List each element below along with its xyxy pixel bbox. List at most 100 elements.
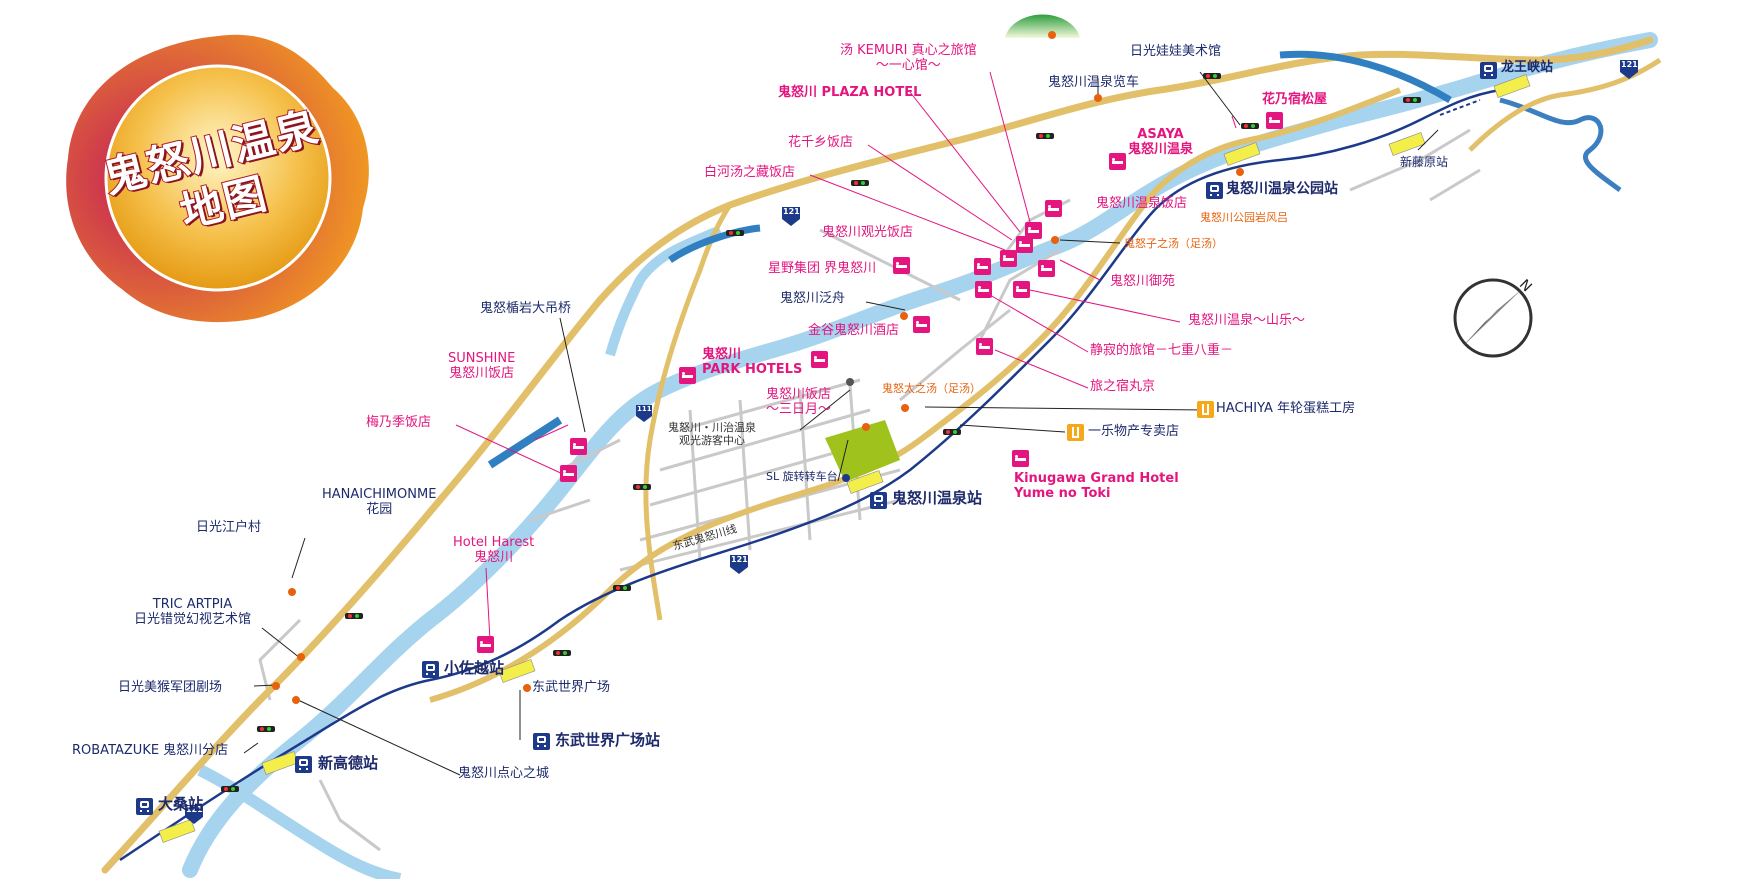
train-station-icon[interactable]: [136, 798, 153, 815]
secondary-road-west: [643, 203, 733, 621]
label-poi-ichiraku[interactable]: 一乐物产专卖店: [1088, 424, 1180, 439]
label-poi-onita-yu[interactable]: 鬼怒太之汤（足汤）: [882, 382, 981, 395]
route-shield-label: 121: [731, 555, 748, 564]
label-poi-okashi-castle[interactable]: 鬼怒川点心之城: [458, 766, 550, 781]
label-station-shin-takatoku[interactable]: 新高德站: [318, 754, 379, 772]
label-poi-hanaichimonme-line2: 花园: [366, 501, 393, 517]
label-poi-edomura[interactable]: 日光江户村: [196, 520, 262, 535]
label-hotel-yumenotoki-line1: Kinugawa Grand Hotel: [1014, 471, 1179, 486]
label-hotel-hanasengo[interactable]: 花千乡饭店: [788, 135, 854, 150]
label-poi-visitor-center-line1: 鬼怒川・川治温泉: [668, 421, 756, 434]
hotel-icon[interactable]: [1000, 250, 1017, 267]
label-hotel-sunshine[interactable]: SUNSHINE 鬼怒川饭店: [448, 351, 515, 382]
train-station-icon[interactable]: [533, 733, 550, 750]
label-hotel-plaza[interactable]: 鬼怒川 PLAZA HOTEL: [778, 85, 922, 100]
label-poi-oniko-yu[interactable]: 鬼怒子之汤（足汤）: [1124, 237, 1223, 250]
hotel-icon[interactable]: [976, 338, 993, 355]
title-badge-shape: [66, 34, 369, 323]
train-station-icon[interactable]: [295, 756, 312, 773]
hotel-icon[interactable]: [811, 351, 828, 368]
label-hotel-shirakawa[interactable]: 白河汤之藏饭店: [704, 165, 796, 180]
train-station-icon[interactable]: [870, 492, 887, 509]
label-station-shin-fujiwara[interactable]: 新藤原站: [1400, 155, 1449, 169]
hotel-icon[interactable]: [975, 281, 992, 298]
label-hotel-kemuri[interactable]: 汤 KEMURI 真心之旅馆 ～一心馆～: [840, 43, 977, 74]
label-poi-visitor-center-line2: 观光游客中心: [679, 433, 745, 447]
hotel-icon[interactable]: [1025, 222, 1042, 239]
compass: [1453, 278, 1533, 358]
label-poi-sl-turntable[interactable]: SL 旋转转车台: [766, 470, 838, 483]
hotel-icon[interactable]: [1013, 281, 1030, 298]
hotel-icon[interactable]: [560, 465, 577, 482]
label-poi-park-bath[interactable]: 鬼怒川公园岩风吕: [1200, 211, 1288, 224]
leader-lines: [243, 71, 1439, 776]
shop-icon[interactable]: [1197, 401, 1214, 418]
label-poi-monkey[interactable]: 日光美猴军团剧场: [118, 680, 223, 695]
hotel-icon[interactable]: [974, 258, 991, 275]
label-hotel-kankou[interactable]: 鬼怒川观光饭店: [822, 225, 914, 240]
label-hotel-gyoen[interactable]: 鬼怒川御苑: [1110, 274, 1176, 289]
route-shield-label: 121: [783, 207, 800, 216]
label-poi-tobu-world-square[interactable]: 东武世界广场: [532, 680, 611, 695]
label-poi-hachiya[interactable]: HACHIYA 年轮蛋糕工房: [1216, 401, 1356, 416]
tobu-kinugawa-line: [119, 88, 1501, 862]
hotel-icon[interactable]: [1038, 260, 1055, 277]
label-poi-doll-museum[interactable]: 日光娃娃美术馆: [1130, 44, 1222, 59]
shop-icon[interactable]: [1067, 424, 1084, 441]
label-hotel-sunshine-line2: 鬼怒川饭店: [449, 365, 515, 381]
label-hotel-sanraku[interactable]: 鬼怒川温泉～山乐～: [1188, 313, 1306, 328]
label-poi-hanaichimonme[interactable]: HANAICHIMONME 花园: [322, 487, 436, 518]
route-shield-label: 111: [637, 405, 652, 413]
label-poi-visitor-center[interactable]: 鬼怒川・川治温泉 观光游客中心: [668, 421, 756, 447]
label-hotel-kinugawa-onsen[interactable]: 鬼怒川温泉饭店: [1096, 196, 1188, 211]
label-station-tobu-world-square[interactable]: 东武世界广场站: [555, 731, 661, 749]
label-poi-rafting[interactable]: 鬼怒川泛舟: [780, 291, 846, 306]
label-station-kinugawa-koen[interactable]: 鬼怒川温泉公园站: [1226, 181, 1338, 197]
river-upstream-blue: [1499, 97, 1622, 193]
label-hotel-yumenotoki[interactable]: Kinugawa Grand Hotel Yume no Toki: [1014, 471, 1179, 502]
label-hotel-mikazuki[interactable]: 鬼怒川饭店 ～三日月～: [766, 387, 832, 418]
train-station-icon[interactable]: [422, 661, 439, 678]
hotel-icon[interactable]: [1012, 450, 1029, 467]
hotel-icon[interactable]: [1109, 153, 1126, 170]
label-poi-ropeway[interactable]: 鬼怒川温泉览车: [1048, 75, 1140, 90]
route-shield-label: 121: [186, 805, 203, 814]
label-hotel-hananoyado[interactable]: 花乃宿松屋: [1262, 92, 1328, 107]
hotel-icon[interactable]: [913, 316, 930, 333]
label-poi-tric-line1: TRIC ARTPIA: [152, 597, 233, 612]
hotel-icon[interactable]: [679, 367, 696, 384]
label-poi-bridge[interactable]: 鬼怒楯岩大吊桥: [480, 301, 572, 316]
label-hotel-asaya[interactable]: ASAYA 鬼怒川温泉: [1128, 127, 1194, 158]
label-poi-tric[interactable]: TRIC ARTPIA 日光错觉幻视艺术馆: [134, 597, 252, 628]
label-station-kinugawa-onsen[interactable]: 鬼怒川温泉站: [892, 489, 983, 507]
label-hotel-harest-line1: Hotel Harest: [453, 535, 535, 550]
label-poi-tric-line2: 日光错觉幻视艺术馆: [134, 611, 252, 627]
label-hotel-asaya-line2: 鬼怒川温泉: [1128, 141, 1194, 157]
hotel-icon[interactable]: [1045, 200, 1062, 217]
park-area: [825, 420, 900, 482]
hotel-icon[interactable]: [1266, 112, 1283, 129]
label-station-kosagoe[interactable]: 小佐越站: [444, 659, 505, 677]
hotel-icon[interactable]: [477, 636, 494, 653]
route-shield-label: 121: [1621, 60, 1638, 69]
label-station-ohkuwa[interactable]: 大桑站: [158, 795, 204, 813]
label-hotel-park[interactable]: 鬼怒川 PARK HOTELS: [702, 347, 802, 378]
traffic-lights: [221, 73, 1421, 792]
hotel-icon[interactable]: [893, 257, 910, 274]
label-hotel-umenokisetsu[interactable]: 梅乃季饭店: [366, 415, 432, 430]
hotel-icon[interactable]: [1016, 236, 1033, 253]
label-hotel-harest[interactable]: Hotel Harest 鬼怒川: [453, 535, 535, 566]
hotel-icon[interactable]: [570, 438, 587, 455]
label-poi-robatazuke[interactable]: ROBATAZUKE 鬼怒川分店: [72, 743, 229, 758]
label-hotel-nanae[interactable]: 静寂的旅馆－七重八重－: [1090, 343, 1234, 358]
label-hotel-hoshino[interactable]: 星野集团 界鬼怒川: [768, 261, 877, 276]
label-station-ryuokyo[interactable]: 龙王峡站: [1501, 60, 1554, 75]
label-hotel-kanaya[interactable]: 金谷鬼怒川酒店: [808, 323, 900, 338]
train-station-icon[interactable]: [1480, 62, 1497, 79]
label-hotel-yumenotoki-line2: Yume no Toki: [1014, 485, 1111, 501]
label-hotel-marukyo[interactable]: 旅之宿丸京: [1090, 379, 1156, 394]
label-hotel-mikazuki-line2: ～三日月～: [766, 401, 832, 417]
bridge-segment-east: [1279, 50, 1452, 104]
train-station-icon[interactable]: [1206, 182, 1223, 199]
